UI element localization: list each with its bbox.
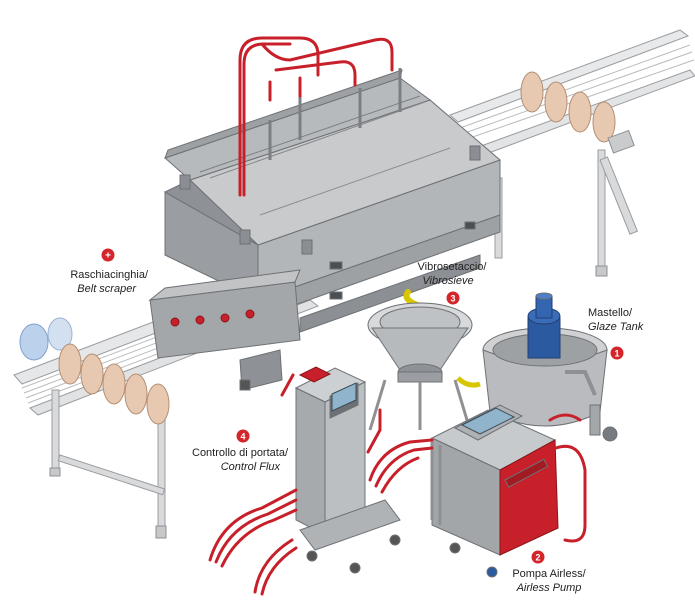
callout-belt-scraper: + Raschiacinghia/ Belt scraper <box>70 248 149 295</box>
airless-pump-label-it: Pompa Airless/ <box>512 568 586 580</box>
badge-plus: + <box>105 251 111 262</box>
glaze-tank-label-it: Mastello/ <box>588 307 633 319</box>
hood-feed-pipes <box>238 36 394 197</box>
hose-bundles <box>208 373 587 596</box>
control-flux-label-en: Control Flux <box>221 461 281 473</box>
belt-scraper-label-it: Raschiacinghia/ <box>70 269 149 281</box>
callout-airless-pump: 2 Pompa Airless/ Airless Pump <box>512 550 587 594</box>
conveyor-end-right <box>607 129 635 154</box>
badge-1: 1 <box>614 349 619 359</box>
glaze-tank <box>482 292 618 442</box>
callout-vibrosieve: Vibrosetaccio/ Vibrosieve 3 <box>418 261 488 305</box>
motor-icon <box>527 317 561 359</box>
glaze-tank-label-en: Glaze Tank <box>588 321 644 333</box>
callout-control-flux: 4 Controllo di portata/ Control Flux <box>192 429 289 473</box>
hood-top-rails <box>268 68 402 160</box>
control-flux-label-it: Controllo di portata/ <box>192 447 289 459</box>
callout-glaze-tank: Mastello/ Glaze Tank 1 <box>588 307 644 360</box>
badge-2: 2 <box>535 553 540 563</box>
badge-3: 3 <box>450 294 455 304</box>
vibrosieve <box>367 289 481 431</box>
vibrosieve-label-en: Vibrosieve <box>422 275 473 287</box>
belt-scraper <box>148 269 301 391</box>
airless-pump-cabinet <box>430 404 559 578</box>
vibrosieve-label-it: Vibrosetaccio/ <box>418 261 488 273</box>
badge-4: 4 <box>240 432 245 442</box>
conveyor-discs-left <box>58 343 170 425</box>
belt-scraper-label-en: Belt scraper <box>77 283 137 295</box>
conveyor-discs-right <box>520 71 616 143</box>
conveyor-motor-left <box>19 317 73 361</box>
control-flux-cabinet <box>294 366 401 574</box>
control-panel-icon <box>331 382 357 412</box>
airless-pump-label-en: Airless Pump <box>516 582 582 594</box>
